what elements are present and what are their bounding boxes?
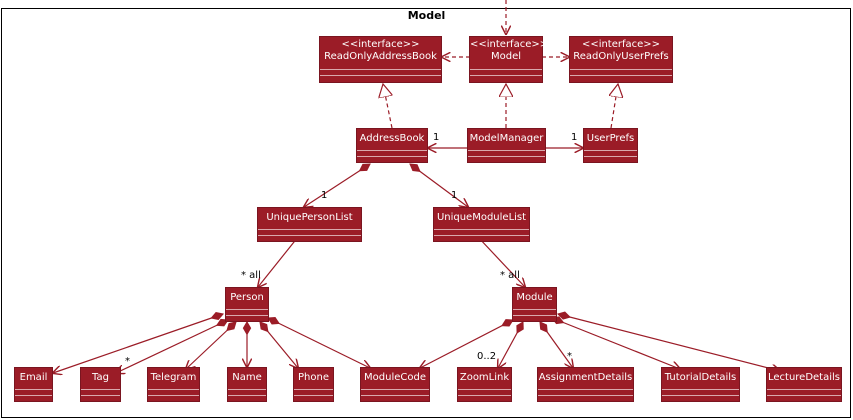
- edge-person-to-modulecode: [268, 318, 370, 368]
- class-unique-person-list: UniquePersonList: [257, 207, 362, 242]
- mult-tag: *: [125, 356, 130, 367]
- edge-uniquemodulelist-to-module: [477, 236, 525, 287]
- class-name: ReadOnlyUserPrefs: [573, 51, 669, 62]
- class-name: ModuleCode: [364, 372, 426, 383]
- class-name: Email: [19, 372, 48, 383]
- mult-user-prefs: 1: [571, 132, 578, 143]
- class-zoom-link: ZoomLink: [457, 367, 512, 402]
- mult-address-book: 1: [433, 132, 440, 143]
- class-lecture-details: LectureDetails: [766, 367, 842, 402]
- class-name: Telegram: [150, 372, 197, 383]
- class-name: TutorialDetails: [664, 372, 737, 383]
- mult-zoom-link: 0..2: [477, 351, 497, 362]
- class-user-prefs: UserPrefs: [583, 128, 638, 163]
- class-name: UniquePersonList: [266, 212, 353, 223]
- class-phone: Phone: [293, 367, 334, 402]
- stereotype-label: <<interface>>: [581, 39, 661, 50]
- edge-uniquepersonlist-to-person: [258, 236, 299, 287]
- class-tag: Tag: [80, 367, 121, 402]
- edge-addressbook-to-uniquemodulelist: [410, 164, 468, 207]
- class-read-only-address-book: <<interface>> ReadOnlyAddressBook: [319, 36, 442, 83]
- class-assignment-details: AssignmentDetails: [537, 367, 634, 402]
- mult-unique-person-list: 1: [321, 190, 328, 201]
- class-module: Module: [512, 287, 557, 322]
- class-name: ModelManager: [469, 133, 544, 144]
- package-title: Model: [407, 9, 446, 22]
- mult-person-all: * all: [241, 270, 261, 281]
- edge-module-to-zoomlink: [498, 322, 523, 368]
- class-name: AssignmentDetails: [538, 372, 633, 383]
- edge-person-to-telegram: [186, 322, 236, 369]
- mult-assignment-details: *: [567, 351, 572, 362]
- stereotype-label: <<interface>>: [341, 39, 420, 50]
- class-name: UserPrefs: [586, 133, 635, 144]
- edge-addressbook-realizes: [383, 84, 392, 129]
- class-tutorial-details: TutorialDetails: [661, 367, 740, 402]
- class-name: LectureDetails: [767, 372, 841, 383]
- class-person: Person: [225, 287, 269, 322]
- class-name: ZoomLink: [459, 372, 510, 383]
- class-name: Phone: [298, 372, 329, 383]
- mult-unique-module-list: 1: [451, 190, 458, 201]
- class-model: <<interface>> Model: [469, 36, 549, 83]
- class-name: AddressBook: [359, 133, 425, 144]
- mult-module-all: * all: [500, 270, 520, 281]
- edge-module-to-modulecode: [420, 320, 513, 368]
- class-name: Module: [516, 292, 553, 303]
- class-name: ReadOnlyAddressBook: [324, 51, 437, 62]
- class-module-code: ModuleCode: [360, 367, 430, 402]
- stereotype-label: <<interface>>: [470, 39, 549, 50]
- class-email: Email: [14, 367, 53, 402]
- class-read-only-user-prefs: <<interface>> ReadOnlyUserPrefs: [569, 36, 673, 83]
- class-address-book: AddressBook: [356, 128, 428, 163]
- edge-person-to-email: [53, 314, 223, 373]
- class-name: Model: [490, 51, 522, 62]
- class-name-attr: Name: [227, 367, 267, 402]
- class-telegram: Telegram: [147, 367, 200, 402]
- class-model-manager: ModelManager: [467, 128, 546, 163]
- class-name: UniqueModuleList: [436, 212, 527, 223]
- edge-userprefs-realizes: [611, 84, 618, 129]
- class-unique-module-list: UniqueModuleList: [433, 207, 530, 242]
- edge-addressbook-to-uniquepersonlist: [304, 164, 370, 207]
- class-name: Person: [230, 292, 264, 303]
- class-name: Tag: [92, 372, 109, 383]
- edge-person-to-tag: [116, 320, 228, 373]
- class-name: Name: [232, 372, 262, 383]
- model-package-frame: [1, 8, 851, 418]
- edge-person-to-phone: [260, 322, 298, 368]
- edge-module-to-lecturedetails: [558, 314, 780, 371]
